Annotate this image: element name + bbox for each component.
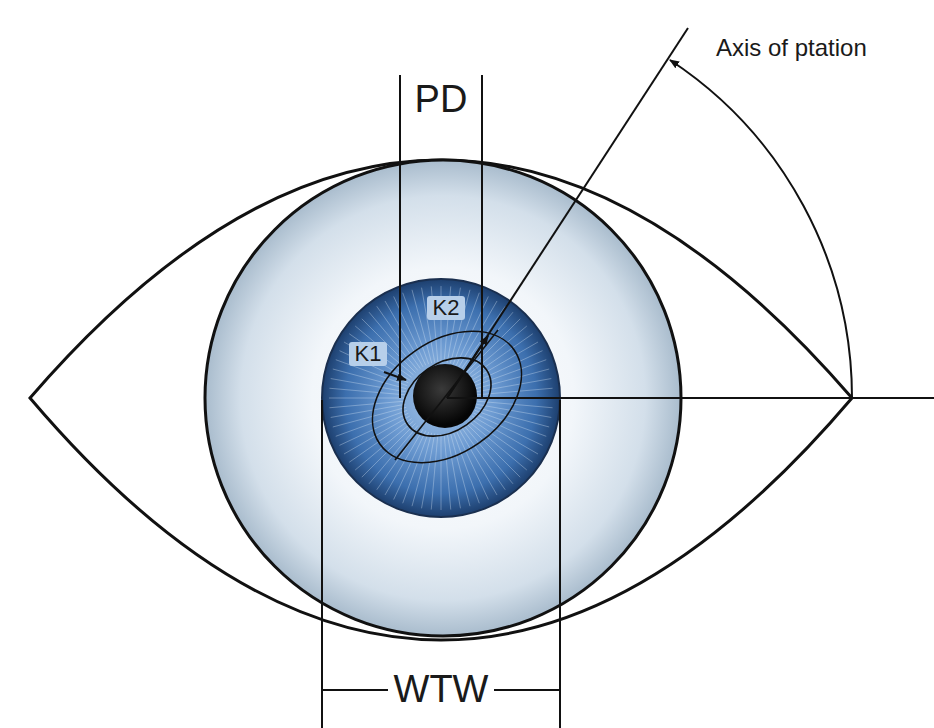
iris-fibre — [462, 427, 506, 489]
iris-fibre — [469, 421, 527, 470]
rotation-axis — [447, 28, 688, 398]
rotation-arc — [670, 60, 852, 398]
iris-fibre — [441, 434, 442, 510]
eyelid-outline — [30, 160, 852, 640]
pd-line — [399, 75, 401, 398]
dimension-label: PD — [409, 79, 474, 121]
horizontal-axis — [447, 397, 934, 399]
iris-fibre — [470, 419, 532, 463]
iris-fibre — [472, 416, 538, 454]
iris-fibre — [349, 334, 411, 378]
iris-fibre — [329, 398, 405, 399]
axis-label: Axis of ptation — [716, 35, 867, 61]
dimension-label: WTW — [388, 669, 495, 711]
k1-arrow — [384, 372, 406, 380]
keratometry-label: K2 — [427, 296, 466, 320]
iris-fibre — [349, 419, 411, 463]
iris-fibre — [329, 401, 405, 408]
iris-fibre — [470, 334, 532, 378]
iris-fibre — [464, 426, 513, 484]
k-axis — [395, 330, 498, 460]
keratometry-label: K1 — [349, 342, 388, 366]
wtw-line — [559, 400, 561, 728]
iris-fibre — [456, 431, 488, 500]
iris-fibre — [369, 426, 418, 484]
iris-fibre — [355, 421, 413, 470]
wtw-line — [321, 400, 323, 728]
iris-fibre — [444, 434, 451, 510]
iris-fibre — [477, 388, 553, 395]
k2-arrow — [447, 336, 488, 398]
